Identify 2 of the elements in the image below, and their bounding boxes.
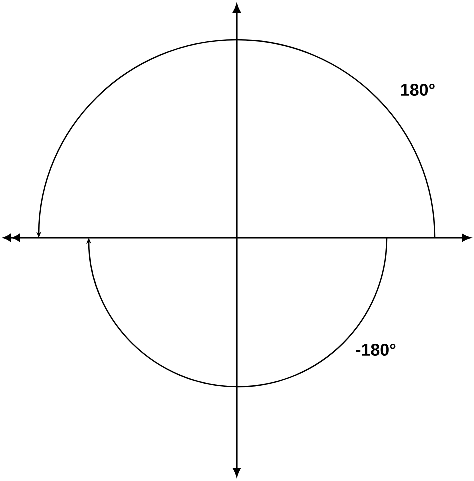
angle-label: 180° [402,84,435,96]
angle-label: -180° [356,344,396,356]
